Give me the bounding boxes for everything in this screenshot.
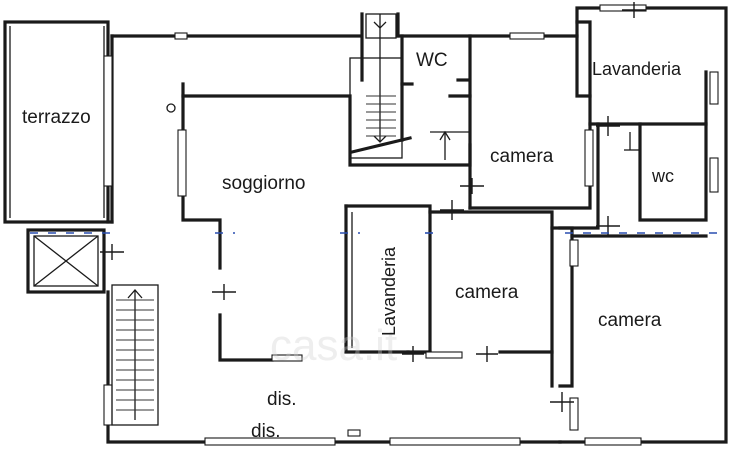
- label-camera-right: camera: [598, 310, 662, 331]
- lightwell-x: [26, 228, 106, 294]
- label-wc-top: WC: [416, 50, 448, 71]
- label-soggiorno: soggiorno: [222, 173, 305, 194]
- label-camera-top: camera: [490, 146, 554, 167]
- central-stairs: [349, 12, 412, 159]
- label-dis-1: dis.: [267, 389, 297, 410]
- windows: [103, 4, 719, 446]
- door-marks: [100, 2, 646, 412]
- label-lavanderia-top: Lavanderia: [592, 59, 682, 79]
- middle-rooms-walls: [271, 204, 554, 362]
- label-camera-mid: camera: [455, 282, 519, 303]
- living-walls: [166, 82, 472, 362]
- label-lavanderia-mid: Lavanderia: [379, 246, 399, 336]
- label-terrazzo: terrazzo: [22, 107, 91, 128]
- camera-right-walls: [550, 226, 708, 431]
- left-stairs: [111, 284, 159, 426]
- label-dis-2: dis.: [251, 421, 281, 442]
- watermark: casa.it: [270, 321, 397, 370]
- label-wc-right: wc: [651, 166, 674, 186]
- service-walls: [558, 20, 708, 230]
- camera-top-walls: [468, 34, 594, 210]
